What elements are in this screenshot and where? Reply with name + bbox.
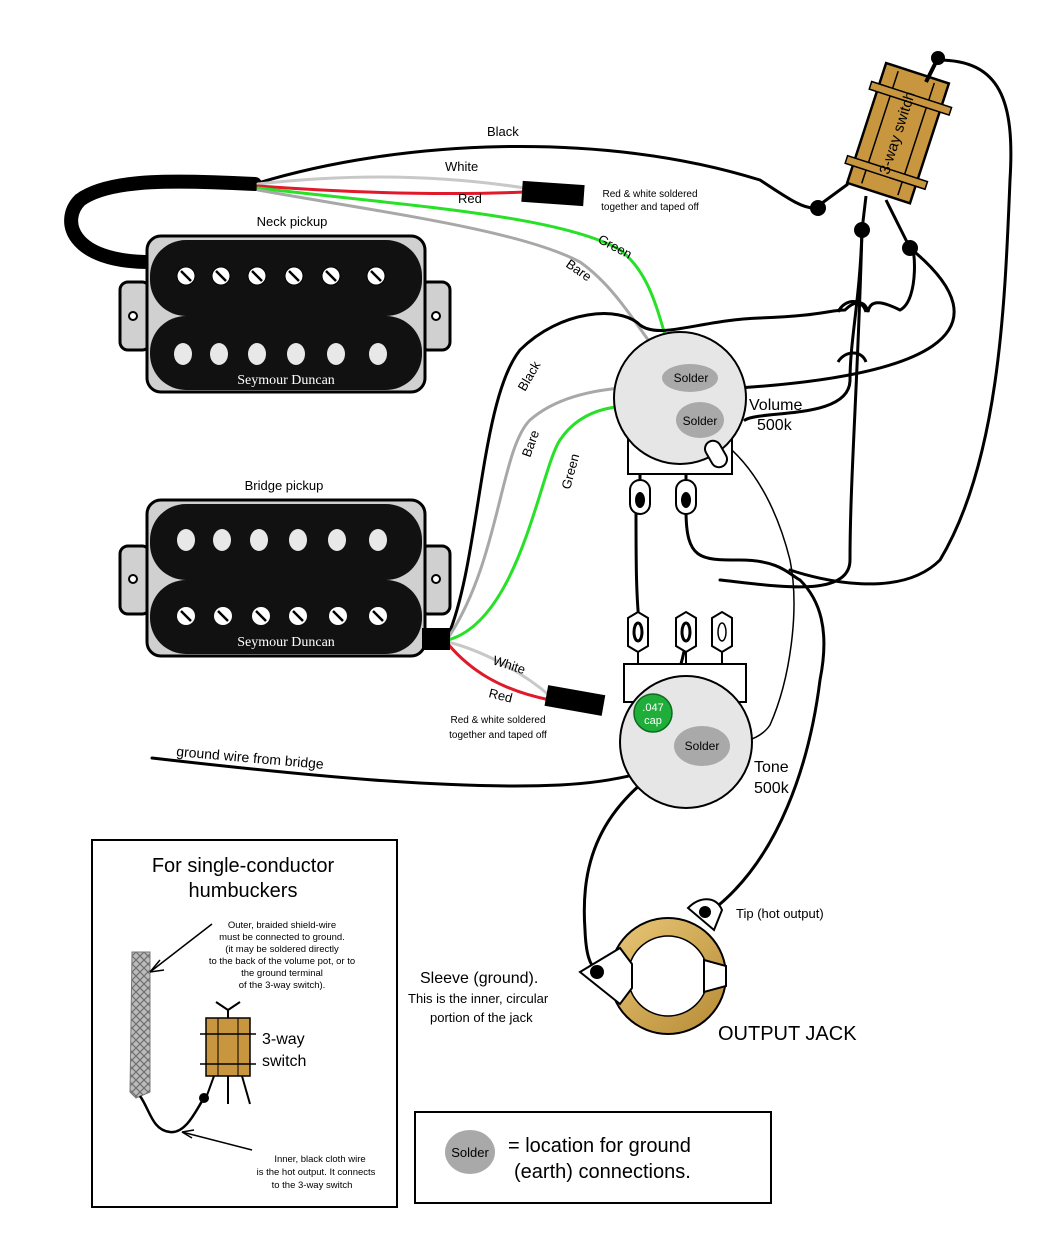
switch-hot-to-volume (743, 228, 864, 422)
neck-white-wire (256, 175, 527, 190)
inset-switch-label-2: switch (262, 1053, 306, 1070)
neck-bare-label: Bare (563, 256, 594, 284)
volume-lug2-loop (684, 508, 826, 914)
neck-green-wire (256, 186, 682, 374)
sleeve-label-1: Sleeve (ground). (420, 970, 538, 987)
legend-solder-blob (445, 1130, 495, 1174)
inset-outer-4: to the back of the volume pot, or to (209, 956, 355, 967)
neck-tape-off (521, 180, 585, 207)
bridge-cable-exit (422, 628, 450, 650)
cap-word-label: cap (644, 715, 662, 727)
tone-value: 500k (754, 780, 790, 797)
bridge-tape-off (544, 685, 606, 716)
bridge-brand: Seymour Duncan (237, 635, 335, 650)
volume-pot: Solder Solder (613, 331, 747, 515)
volume-solder-label-1: Solder (674, 371, 709, 385)
inset-inner-1: Inner, black cloth wire (274, 1154, 365, 1165)
neck-black-label: Black (487, 124, 519, 139)
neck-bare-wire (256, 188, 678, 380)
wires (64, 58, 1013, 972)
bridge-red-label: Red (487, 685, 514, 705)
output-jack-label: OUTPUT JACK (718, 1023, 857, 1045)
neck-cable-sheath (64, 174, 262, 269)
legend-text-2: (earth) connections. (514, 1161, 691, 1183)
switch-lug-to-pot (698, 246, 956, 392)
tip-label: Tip (hot output) (736, 906, 824, 921)
legend-solder-label: Solder (451, 1145, 489, 1160)
neck-black-wire (256, 144, 820, 210)
neck-poles (174, 343, 387, 365)
neck-taped-note-2: together and taped off (601, 202, 699, 213)
inset-outer-6: of the 3-way switch). (239, 980, 326, 991)
inset-single-conductor: For single-conductor humbuckers Outer, b… (91, 839, 398, 1208)
wire-hops (836, 300, 868, 363)
neck-pickup-label: Neck pickup (257, 214, 328, 229)
legend-text-1: = location for ground (508, 1135, 691, 1157)
solder-legend: Solder = location for ground (earth) con… (414, 1111, 772, 1204)
neck-screw-slots (180, 270, 382, 282)
cap-value-label: .047 (642, 702, 663, 714)
sleeve-label-2: This is the inner, circular (408, 991, 549, 1006)
neck-brand: Seymour Duncan (237, 373, 335, 388)
volume-solder-blob-1 (662, 364, 718, 392)
volume-solder-blob-2 (676, 402, 724, 438)
bridge-poles (177, 529, 387, 551)
neck-red-label: Red (458, 191, 482, 206)
sleeve-label-3: portion of the jack (430, 1010, 533, 1025)
bridge-black-label: Black (515, 358, 544, 393)
inner-hot-wire (138, 1095, 206, 1134)
neck-taped-note-1: Red & white soldered (602, 189, 697, 200)
neck-white-label: White (445, 159, 478, 174)
inset-outer-2: must be connected to ground. (219, 932, 345, 943)
bridge-white-wire (446, 640, 552, 698)
bridge-white-label: White (491, 653, 527, 678)
bridge-pickup-label: Bridge pickup (245, 478, 324, 493)
inset-outer-3: (it may be soldered directly (225, 944, 339, 955)
inset-title-2: humbuckers (189, 880, 298, 902)
volume-to-tone-ground (707, 439, 795, 746)
tone-solder-blob (674, 726, 730, 766)
neck-pickup: Seymour Duncan (118, 234, 452, 394)
inset-outer-1: Outer, braided shield-wire (228, 920, 336, 931)
bridge-black-wire (446, 242, 916, 638)
bridge-taped-note-1: Red & white soldered (450, 715, 545, 726)
tone-label: Tone (754, 759, 789, 776)
bridge-red-wire (446, 642, 552, 702)
tone-solder-label: Solder (685, 739, 720, 753)
three-way-switch: 3-way switch (810, 51, 953, 256)
bridge-green-label: Green (558, 452, 582, 491)
bridge-taped-note-2: together and taped off (449, 730, 547, 741)
inset-inner-3: to the 3-way switch (272, 1180, 353, 1191)
output-jack (578, 898, 727, 1035)
switch-long-lead (718, 228, 864, 589)
inset-switch (205, 1017, 251, 1077)
inset-switch-label-1: 3-way (262, 1031, 305, 1048)
neck-green-label: Green (596, 231, 635, 261)
inset-title-1: For single-conductor (152, 855, 335, 877)
inset-outer-5: the ground terminal (241, 968, 323, 979)
neck-red-wire (256, 184, 527, 196)
volume-value: 500k (757, 417, 793, 434)
switch-top-wire (788, 58, 1013, 586)
volume-solder-label-2: Solder (683, 414, 718, 428)
tone-capacitor (633, 693, 673, 733)
tone-pot: Solder .047 cap (619, 610, 753, 809)
inset-inner-2: is the hot output. It connects (257, 1167, 376, 1178)
volume-label: Volume (749, 397, 802, 414)
braided-shield-wire (129, 951, 151, 1099)
bridge-pickup: Seymour Duncan (118, 498, 452, 658)
